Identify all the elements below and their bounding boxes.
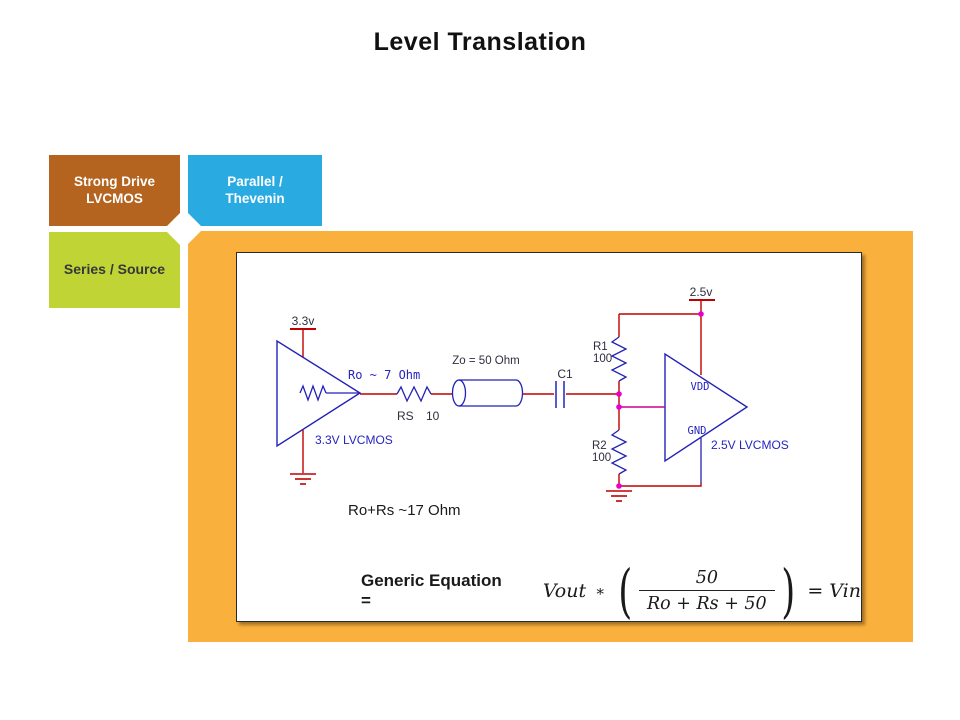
equation-label: Generic Equation = <box>361 571 502 610</box>
generic-equation: Generic Equation = Vout ∗ ( 50 Ro + Rs +… <box>361 561 861 621</box>
driver-ground-icon <box>290 473 316 485</box>
equation-open-paren: ( <box>618 556 633 625</box>
equation-operator: ∗ <box>595 582 606 600</box>
tab-strong-drive-line2: LVCMOS <box>86 190 143 206</box>
receiver-ground-icon <box>606 490 632 502</box>
receiver-gnd-label: GND <box>688 425 707 437</box>
equation-fraction: 50 Ro + Rs + 50 <box>638 568 775 614</box>
rs-value-label: 10 <box>426 409 440 423</box>
level-translation-schematic: 3.3v Ro ~ 7 Ohm 3.3V LVCMOS RS 10 Zo = 5… <box>276 285 789 502</box>
c1-capacitor <box>555 381 565 408</box>
equation-denominator: Ro + Rs + 50 <box>638 590 775 614</box>
receiver-supply-label: 2.5v <box>690 285 713 299</box>
receiver-type-label: 2.5V LVCMOS <box>711 438 789 452</box>
r1-resistor <box>610 336 628 382</box>
r1-name-label: R1 <box>593 341 608 353</box>
driver-supply-label: 3.3v <box>292 314 315 328</box>
equation-lhs: Vout <box>542 580 587 602</box>
driver-buffer-triangle <box>276 339 362 448</box>
equation-math: Vout ∗ ( 50 Ro + Rs + 50 ) = Vin <box>542 556 861 625</box>
tline-impedance-label: Zo = 50 Ohm <box>452 355 519 367</box>
r2-value-label: 100 <box>592 452 611 464</box>
r2-resistor <box>610 429 628 475</box>
driver-type-label: 3.3V LVCMOS <box>315 433 393 447</box>
tab-parallel-line1: Parallel / <box>227 173 283 189</box>
rs-resistor <box>396 385 432 403</box>
driver-ro-label: Ro ~ 7 Ohm <box>348 368 420 382</box>
tab-parallel-thevenin[interactable]: Parallel / Thevenin <box>188 155 322 226</box>
page-title: Level Translation <box>373 28 587 56</box>
tab-strong-drive-lvcmos[interactable]: Strong Drive LVCMOS <box>49 155 180 226</box>
receiver-vdd-label: VDD <box>691 381 710 393</box>
driver-output-impedance-resistor <box>299 384 327 402</box>
tab-series-source[interactable]: Series / Source <box>49 232 180 308</box>
equation-numerator: 50 <box>695 568 718 588</box>
equation-close-paren: ) <box>780 556 796 625</box>
junction-dots <box>616 311 704 489</box>
ro-rs-total-note: Ro+Rs ~17 Ohm <box>348 502 461 519</box>
transmission-line-cylinder <box>451 379 524 407</box>
circuit-diagram-box: 3.3v Ro ~ 7 Ohm 3.3V LVCMOS RS 10 Zo = 5… <box>236 252 862 622</box>
r2-name-label: R2 <box>592 440 607 452</box>
tab-parallel-line2: Thevenin <box>225 190 285 206</box>
rs-name-label: RS <box>397 409 414 423</box>
r1-value-label: 100 <box>593 353 612 365</box>
tab-series-label: Series / Source <box>63 261 166 278</box>
tab-strong-drive-line1: Strong Drive <box>73 173 155 189</box>
wire-gnd-pin-to-ground <box>619 483 702 487</box>
cap-name-label: C1 <box>557 367 573 381</box>
equation-rhs: = Vin <box>807 580 861 602</box>
